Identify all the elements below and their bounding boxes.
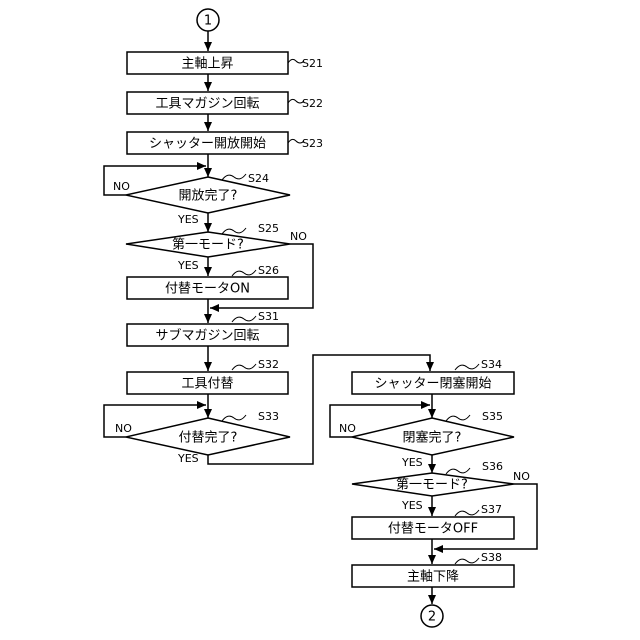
step-s32-label: 工具付替 [181, 377, 233, 392]
step-s22-id: S22 [302, 97, 323, 110]
s36-yes-label: YES [401, 499, 423, 512]
step-s23: シャッター開放開始 S23 [127, 132, 323, 154]
decision-s35-label: 閉塞完了? [403, 430, 462, 446]
s35-yes-label: YES [401, 456, 423, 469]
decision-s35: 閉塞完了? S35 [352, 410, 514, 455]
decision-s33-id: S33 [258, 410, 279, 423]
decision-s36-id: S36 [482, 460, 503, 473]
step-s31-id: S31 [258, 310, 279, 323]
end-connector-label: 2 [428, 610, 436, 625]
start-connector-label: 1 [204, 14, 212, 29]
decision-s25-label: 第一モード? [172, 238, 244, 253]
step-s21: 主軸上昇 S21 [127, 52, 323, 74]
s33-yes-label: YES [177, 452, 199, 465]
decision-s36-label: 第一モード? [396, 478, 468, 493]
step-s37: 付替モータOFF S37 [352, 503, 514, 539]
step-s21-id: S21 [302, 57, 323, 70]
step-s32-id: S32 [258, 358, 279, 371]
s24-yes-label: YES [177, 213, 199, 226]
step-s37-id: S37 [481, 503, 502, 516]
step-s38-label: 主軸下降 [407, 570, 459, 585]
step-s34: シャッター閉塞開始 S34 [352, 358, 514, 394]
step-s34-label: シャッター閉塞開始 [374, 376, 491, 392]
step-s22-label: 工具マガジン回転 [155, 97, 259, 112]
step-s26-label: 付替モータON [165, 282, 250, 297]
start-connector: 1 [197, 9, 219, 31]
step-s31-label: サブマガジン回転 [155, 328, 259, 344]
decision-s35-id: S35 [482, 410, 503, 423]
step-s34-id: S34 [481, 358, 502, 371]
step-s38-id: S38 [481, 551, 502, 564]
decision-s24: 開放完了? S24 [126, 172, 290, 213]
decision-s25-id: S25 [258, 222, 279, 235]
step-s23-label: シャッター開放開始 [149, 137, 266, 152]
decision-s33-label: 付替完了? [179, 431, 238, 446]
decision-s36: 第一モード? S36 [352, 460, 514, 496]
s33-no-label: NO [115, 422, 132, 435]
s35-no-label: NO [339, 422, 356, 435]
step-s23-id: S23 [302, 137, 323, 150]
decision-s24-id: S24 [248, 172, 269, 185]
step-s22: 工具マガジン回転 S22 [127, 92, 323, 114]
step-s21-label: 主軸上昇 [181, 57, 233, 72]
end-connector: 2 [421, 605, 443, 627]
step-s37-label: 付替モータOFF [388, 522, 478, 537]
decision-s24-label: 開放完了? [179, 189, 238, 204]
s24-no-label: NO [113, 180, 130, 193]
s36-no-label: NO [513, 470, 530, 483]
s25-yes-label: YES [177, 259, 199, 272]
step-s38: 主軸下降 S38 [352, 551, 514, 587]
s25-no-label: NO [290, 230, 307, 243]
step-s26-id: S26 [258, 264, 279, 277]
